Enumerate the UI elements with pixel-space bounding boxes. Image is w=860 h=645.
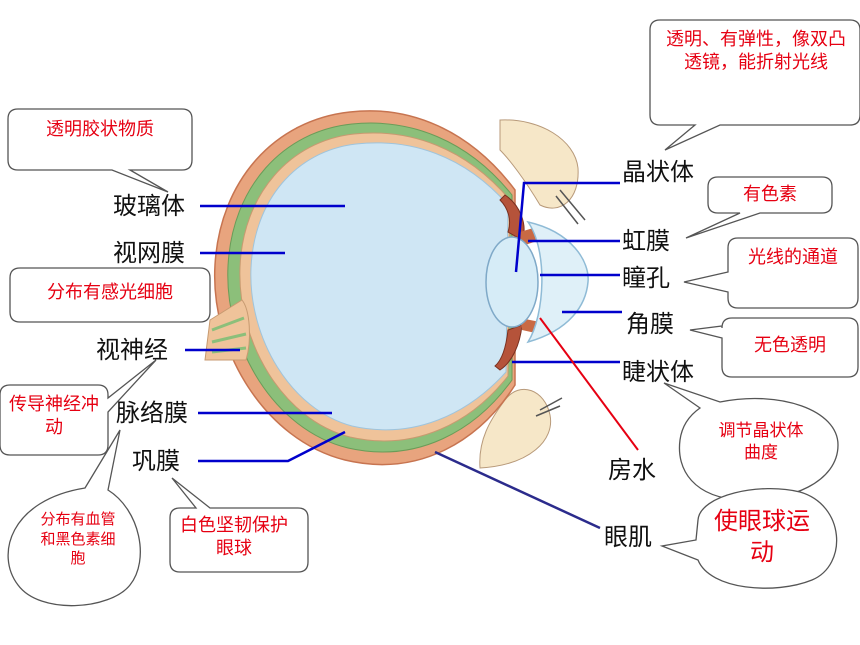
leader-sclera	[198, 430, 346, 463]
label-ciliary-body: 睫状体	[622, 358, 694, 386]
bubble-lens	[649, 19, 860, 151]
lens-shape	[485, 236, 539, 328]
lower-eyelid	[479, 388, 552, 469]
bubble-optic-nerve	[0, 359, 157, 456]
note-lens: 透明、有弹性，像双凸透镜，能折射光线	[666, 29, 846, 74]
label-eye-muscle: 眼肌	[604, 523, 652, 551]
bubble-eye-muscle	[659, 487, 838, 589]
leader-aqueous	[539, 317, 639, 451]
label-iris: 虹膜	[622, 227, 670, 255]
note-vitreous: 透明胶状物质	[46, 119, 154, 140]
leader-eye-muscle	[434, 450, 601, 530]
label-aqueous: 房水	[608, 456, 656, 484]
note-cornea: 无色透明	[754, 335, 826, 356]
note-optic-nerve: 传导神经冲动	[9, 394, 99, 439]
label-pupil: 瞳孔	[622, 264, 670, 292]
bubble-retina	[9, 267, 211, 323]
label-retina: 视网膜	[113, 239, 185, 267]
label-lens: 晶状体	[622, 158, 694, 186]
upper-eyelid	[499, 119, 579, 209]
note-iris: 有色素	[743, 184, 797, 205]
ciliary-body-lower	[494, 324, 523, 371]
label-vitreous: 玻璃体	[113, 192, 185, 220]
note-ciliary-body: 调节晶状体曲度	[718, 421, 804, 464]
label-optic-nerve: 视神经	[96, 336, 168, 364]
bubble-iris	[685, 176, 833, 239]
label-cornea: 角膜	[626, 310, 674, 338]
note-choroid: 分布有血管和黑色素细胞	[40, 510, 116, 567]
bubble-pupil	[683, 237, 859, 309]
note-eye-muscle: 使眼球运动	[714, 507, 810, 567]
leader-lens	[514, 181, 620, 273]
label-sclera: 巩膜	[132, 447, 180, 475]
bubble-vitreous	[7, 108, 193, 193]
lower-lash	[535, 397, 563, 417]
bubble-cornea	[689, 317, 859, 378]
upper-lash	[555, 189, 586, 225]
note-pupil: 光线的通道	[748, 247, 838, 268]
optic-nerve-shape	[204, 299, 250, 361]
bubble-sclera	[169, 477, 309, 573]
ciliary-body-upper	[499, 194, 525, 241]
bubble-choroid	[7, 429, 141, 607]
note-retina: 分布有感光细胞	[47, 282, 173, 303]
label-choroid: 脉络膜	[116, 399, 188, 427]
vitreous-body	[250, 142, 509, 431]
note-sclera: 白色坚韧保护眼球	[180, 515, 288, 560]
